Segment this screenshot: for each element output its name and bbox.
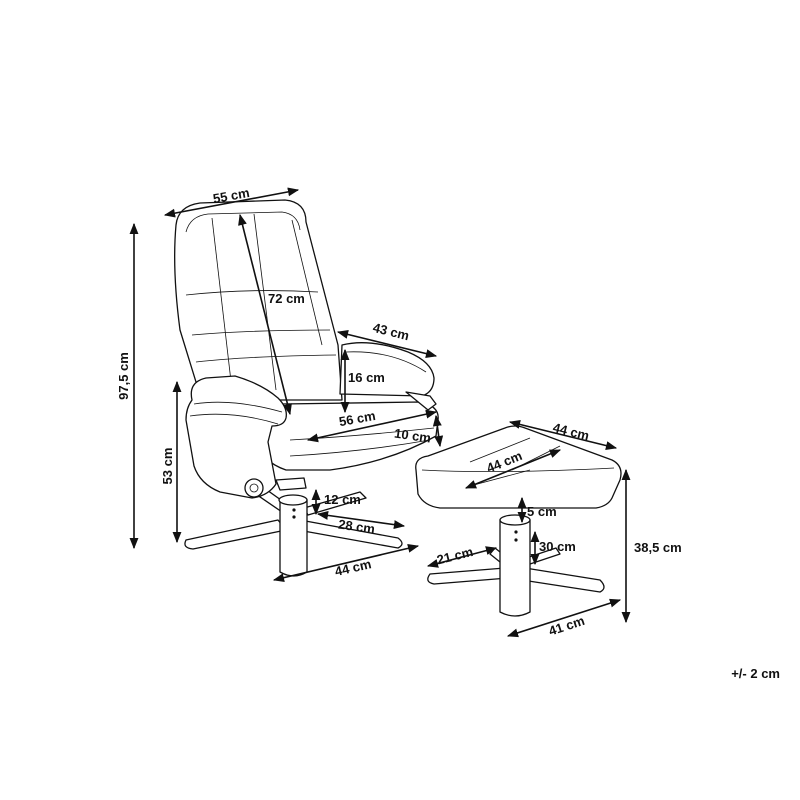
seat-thickness-label: 10 cm (393, 426, 432, 446)
seat-depth-label: 56 cm (338, 408, 377, 429)
footstool-leg-length-label: 21 cm (435, 544, 474, 567)
tolerance-note: +/- 2 cm (731, 666, 780, 681)
leg-length-label: 28 cm (337, 517, 376, 537)
footstool-base (427, 514, 605, 617)
backrest-length-label: 72 cm (268, 291, 305, 306)
chair-backrest (174, 199, 343, 401)
chair-base-width-label: 44 cm (333, 556, 372, 579)
total-height-label: 97,5 cm (116, 352, 131, 400)
armrest-height-label: 16 cm (348, 370, 385, 385)
recliner-chair-drawing (174, 199, 439, 577)
base-height-label: 12 cm (324, 492, 361, 507)
chair-width-label: 55 cm (212, 185, 251, 206)
footstool-height-label: 38,5 cm (634, 540, 682, 555)
armrest-length-label: 43 cm (371, 320, 410, 343)
seat-height-label: 53 cm (160, 448, 175, 485)
dimension-lines (129, 187, 631, 638)
cushion-thickness-label: 5 cm (527, 504, 557, 519)
column-height-label: 30 cm (539, 539, 576, 554)
